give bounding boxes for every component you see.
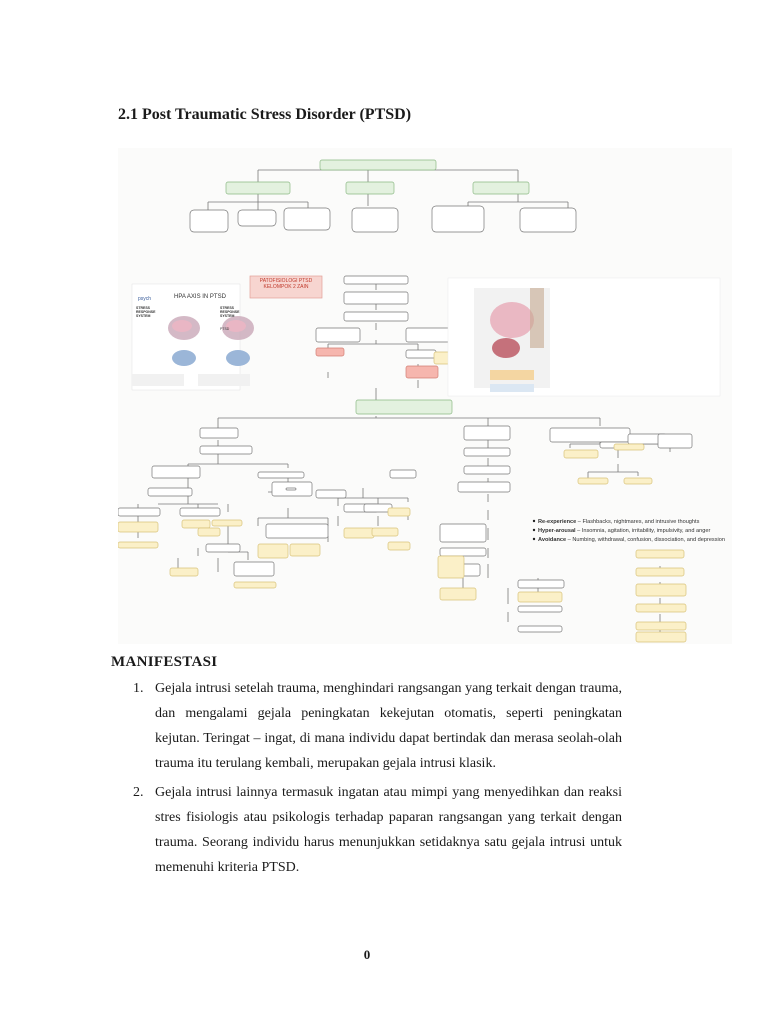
list-item: 2. Gejala intrusi lainnya termasuk ingat… bbox=[124, 780, 622, 880]
stress-response-left-label: STRESS RESPONSE SYSTEM bbox=[136, 306, 156, 318]
red-boxes bbox=[315, 347, 439, 379]
yellow-boxes bbox=[118, 351, 687, 643]
list-item-text: Gejala intrusi lainnya termasuk ingatan … bbox=[155, 785, 622, 875]
list-item: 1. Gejala intrusi setelah trauma, menghi… bbox=[124, 676, 622, 776]
page-number: 0 bbox=[363, 947, 371, 962]
patofisiologi-label: PATOFISIOLOGI PTSD KELOMPOK 2 ZAIN bbox=[259, 278, 313, 290]
ptsd-pathophysiology-figure: PATOFISIOLOGI PTSD KELOMPOK 2 ZAIN psych… bbox=[118, 148, 732, 644]
manifestasi-title: MANIFESTASI bbox=[111, 654, 218, 670]
green-boxes bbox=[225, 159, 530, 415]
legend-hyperarousal: Hyper-arousal – Insomnia, agitation, irr… bbox=[538, 528, 710, 534]
list-item-number: 1. bbox=[133, 681, 144, 696]
patofisiologi-box bbox=[249, 275, 323, 299]
legend-avoidance: Avoidance – Numbing, withdrawal, confusi… bbox=[538, 537, 725, 543]
hpa-title: HPA AXIS IN PTSD bbox=[174, 294, 227, 300]
connector-lines bbox=[137, 166, 671, 636]
white-boxes bbox=[118, 205, 693, 633]
stress-response-right-sub: PTSD bbox=[220, 327, 230, 331]
manifestasi-list: 1. Gejala intrusi setelah trauma, menghi… bbox=[124, 676, 622, 884]
list-item-number: 2. bbox=[133, 785, 144, 800]
legend-reexperience: Re-experience – Flashbacks, nightmares, … bbox=[538, 519, 700, 525]
symptom-legend bbox=[532, 519, 536, 541]
stress-response-right-label: STRESS RESPONSE SYSTEM bbox=[220, 306, 240, 318]
hpa-axis-panel bbox=[131, 283, 254, 391]
section-heading: 2.1 Post Traumatic Stress Disorder (PTSD… bbox=[118, 106, 412, 123]
neuro-diagram bbox=[447, 277, 721, 397]
list-item-text: Gejala intrusi setelah trauma, menghinda… bbox=[155, 681, 622, 771]
psych-logo: psych bbox=[138, 296, 151, 302]
flowchart-diagram: PATOFISIOLOGI PTSD KELOMPOK 2 ZAIN psych… bbox=[118, 159, 725, 643]
